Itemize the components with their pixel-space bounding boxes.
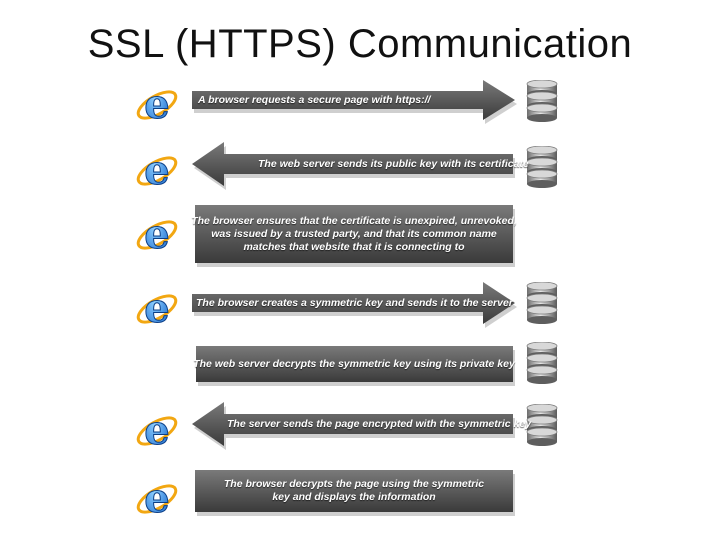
step-box [195,205,515,267]
arrow-left-shape [192,142,515,190]
step-label: The server sends the page encrypted with… [227,418,531,431]
database-server-icon [526,80,558,122]
step-label: The web server sends its public key with… [258,158,529,171]
step-label-line: A browser requests a secure page with ht… [198,93,431,106]
arrow-right-shape [192,282,517,328]
step-label-line: The browser creates a symmetric key and … [196,296,513,309]
database-server-icon [526,282,558,324]
slide-title: SSL (HTTPS) Communication [87,22,633,66]
internet-explorer-icon: e [136,147,178,194]
internet-explorer-icon: e [136,407,178,454]
internet-explorer-icon: e [136,285,178,332]
step-label: The browser ensures that the certificate… [154,215,554,254]
step-label: The web server decrypts the symmetric ke… [154,358,554,371]
step-label-line: was issued by a trusted party, and that … [211,227,497,240]
step-box [195,470,515,516]
svg-text:e: e [144,475,169,522]
step-label: A browser requests a secure page with ht… [198,94,430,107]
svg-text:e: e [144,147,169,194]
svg-text:e: e [144,285,169,332]
step-box [196,346,515,386]
svg-text:e: e [144,211,169,258]
database-server-icon [526,342,558,384]
database-server-icon [526,404,558,446]
internet-explorer-icon: e [136,475,178,522]
step-label-line: The browser ensures that the certificate… [191,214,517,227]
arrow-left-shape [192,402,515,450]
step-label-line: The browser decrypts the page using the … [223,478,485,490]
step-label-line: The web server sends its public key with… [258,157,529,170]
internet-explorer-icon: e [136,211,178,258]
svg-text:e: e [144,407,169,454]
arrow-right-shape [192,80,517,124]
svg-text:e: e [144,81,169,128]
step-label-line: key and displays the information [272,491,436,503]
step-label: The browser decrypts the page using the … [154,478,554,504]
database-server-icon [526,146,558,188]
step-label-line: The web server decrypts the symmetric ke… [193,357,515,370]
step-label-line: The server sends the page encrypted with… [227,417,532,430]
step-label-line: matches that website that it is connecti… [243,240,465,253]
internet-explorer-icon: e [136,81,178,128]
step-label: The browser creates a symmetric key and … [196,297,513,310]
